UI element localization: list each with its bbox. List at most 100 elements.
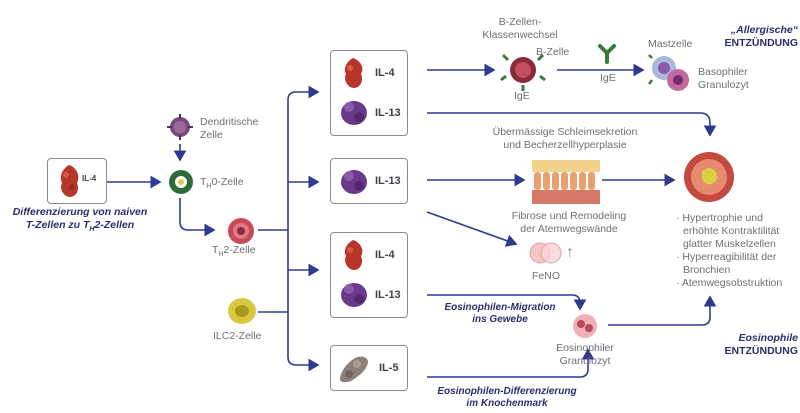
airway-epithelium-icon — [532, 160, 600, 204]
arrow-box4-to-eosinophil — [427, 348, 595, 378]
class-switch-line-2: Klassenwechsel — [482, 29, 558, 41]
box2-il13-label: IL-13 — [375, 175, 401, 187]
class-switch-line-1: B-Zellen- — [498, 16, 542, 28]
class-switch-label: B-Zellen- Klassenwechsel — [470, 16, 570, 42]
il13-molecule-icon — [341, 170, 367, 194]
box1-il13-label: IL-13 — [375, 107, 401, 119]
diff-line-2: im Knochenmark — [466, 398, 548, 409]
feno-bubbles-icon — [529, 242, 562, 264]
box4-il5-label: IL-5 — [379, 362, 399, 374]
b-cell-icon — [500, 53, 546, 91]
migration-line-1: Eosinophilen-Migration — [444, 302, 556, 313]
caption-line-2: T-Zellen zu TH2-Zellen — [0, 219, 160, 236]
ige-label-1: IgE — [514, 90, 530, 102]
arrow-eosinophil-to-outcomes — [608, 295, 717, 326]
ige-label-2: IgE — [600, 72, 616, 84]
b-cell-label: B-Zelle — [536, 46, 570, 58]
caption-line-2-pre: T-Zellen zu T — [25, 219, 90, 231]
box1-il4-label: IL-4 — [375, 67, 395, 79]
il4-molecule-icon — [344, 58, 363, 88]
eosinophil-migration-label: Eosinophilen-Migration ins Gewebe — [430, 302, 570, 326]
mucus-label: Übermässige Schleimsekretion und Becherz… — [470, 126, 660, 152]
feno-label: FeNO — [532, 270, 561, 282]
outcome-obstruction: Atemwegsobstruktion — [681, 277, 783, 289]
th2-cell-label: TH2-Zelle — [212, 244, 256, 261]
mucus-line-2: und Becherzellhyperplasie — [503, 139, 627, 151]
basophil-line-2: Granulozyt — [698, 79, 749, 91]
migration-line-2: ins Gewebe — [472, 314, 528, 325]
arrow-box1-to-airway — [427, 112, 717, 137]
th0-post: 0-Zelle — [211, 176, 244, 188]
eosinophil-differentiation-label: Eosinophilen-Differenzierung im Knochenm… — [412, 386, 602, 410]
dendritic-line-1: Dendritische — [200, 116, 259, 128]
cytokine-box-il13: IL-13 — [330, 158, 408, 204]
il4-molecule-icon — [344, 240, 363, 270]
dendritic-cell-label: Dendritische Zelle — [200, 116, 258, 142]
start-il4-label: IL-4 — [82, 174, 97, 183]
fibrosis-line-1: Fibrose und Remodeling — [511, 210, 627, 222]
outcome-item: · Atemwegsobstruktion — [676, 277, 783, 289]
airway-cross-section-icon — [684, 152, 734, 202]
caption-line-2-post: 2-Zellen — [94, 219, 135, 231]
outcome-item: · Hyperreagibilität der — [676, 251, 777, 263]
ilc2-cell-icon — [228, 298, 256, 324]
allergic-title-line-1: „Allergische“ — [730, 24, 798, 36]
start-il4-box: IL-4 — [47, 158, 107, 204]
caption-line-1: Differenzierung von naiven — [12, 206, 148, 218]
arrow-trunk-to-box1 — [287, 85, 320, 101]
outcome-item: · Hypertrophie und — [676, 212, 763, 224]
outcome-hypertrophy: Hypertrophie und — [682, 212, 763, 224]
cytokine-box-il4-il13-bottom: IL-4 IL-13 — [330, 232, 408, 318]
il5-molecule-icon — [339, 356, 368, 383]
il13-molecule-icon — [341, 283, 367, 307]
eosinophil-inflammation-title: Eosinophile ENTZÜNDUNG — [690, 332, 799, 358]
eos-title-line-1: Eosinophile — [738, 332, 798, 344]
naive-t-cell-caption: Differenzierung von naiven T-Zellen zu T… — [0, 206, 160, 236]
dendritic-line-2: Zelle — [200, 129, 223, 141]
eosinophil-line-1: Eosinophiler — [556, 342, 614, 354]
dendritic-cell-icon — [167, 114, 193, 140]
th2-sub: H — [218, 251, 224, 259]
allergic-title-line-2: ENTZÜNDUNG — [724, 37, 799, 49]
eos-title-line-2: ENTZÜNDUNG — [724, 345, 799, 357]
diff-line-1: Eosinophilen-Differenzierung — [437, 386, 577, 397]
th2-pre: T — [212, 244, 219, 256]
th0-pre: T — [200, 176, 207, 188]
box3-il4-label: IL-4 — [375, 249, 395, 261]
th0-sub: H — [206, 183, 212, 191]
outcome-hypertrophy-cont-2: glatter Muskelzellen — [683, 238, 776, 250]
cytokine-box-il5: IL-5 — [330, 345, 408, 391]
box3-il13-label: IL-13 — [375, 289, 401, 301]
feno-increase-arrow: ↑ — [566, 244, 574, 261]
basophil-label: Basophiler Granulozyt — [698, 66, 749, 92]
outcome-hyperreactivity-cont: Bronchien — [683, 264, 731, 276]
outcome-hypertrophy-cont-1: erhöhte Kontraktilität — [683, 225, 780, 237]
fibrosis-label: Fibrose und Remodeling der Atemwegswände — [484, 210, 654, 236]
fibrosis-line-2: der Atemwegswände — [520, 223, 618, 235]
basophil-line-1: Basophiler — [698, 66, 748, 78]
outcome-hyperreactivity: Hyperreagibilität der — [682, 251, 777, 263]
arrow-box2-to-feno — [426, 211, 518, 247]
allergic-inflammation-title: „Allergische“ ENTZÜNDUNG — [690, 24, 799, 50]
eosinophil-cell-icon — [573, 314, 597, 338]
ige-antibody-icon — [598, 44, 616, 64]
th2-cell-icon — [228, 218, 254, 244]
eosinophil-cell-label: Eosinophiler Granulozyt — [548, 342, 622, 368]
th0-cell-icon — [169, 170, 193, 194]
th0-cell-label: TH0-Zelle — [200, 176, 244, 193]
mast-basophil-cells-icon — [648, 54, 689, 91]
il4-molecule-icon — [60, 165, 79, 197]
arrow-trunk-to-box4 — [287, 356, 320, 372]
arrow-box3-to-eosinophil — [427, 294, 587, 311]
arrow-th0-to-th2 — [179, 198, 216, 237]
cytokine-box-il4-il13-top: IL-4 IL-13 — [330, 50, 408, 136]
clinical-outcomes-list: · Hypertrophie und erhöhte Kontraktilitä… — [676, 212, 796, 290]
ilc2-cell-label: ILC2-Zelle — [213, 330, 262, 342]
eosinophil-line-2: Granulozyt — [559, 355, 611, 367]
th2-post: 2-Zelle — [223, 244, 256, 256]
mast-cell-label: Mastzelle — [648, 38, 693, 50]
mucus-line-1: Übermässige Schleimsekretion — [492, 126, 638, 138]
caption-line-2-sub: H — [89, 226, 95, 234]
il13-molecule-icon — [341, 101, 367, 125]
